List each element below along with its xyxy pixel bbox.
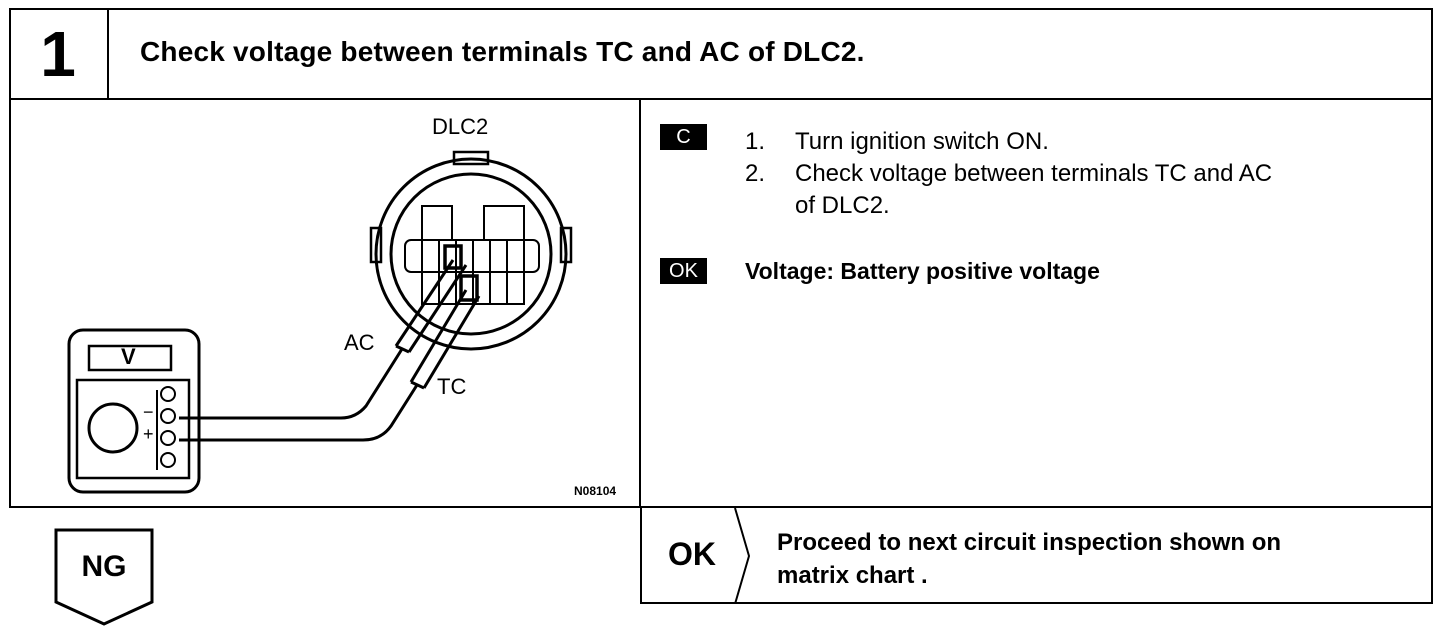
instruction-text: Turn ignition switch ON. [795,128,1049,155]
tag-ok: OK [660,258,707,284]
ok-result-box [640,508,1433,604]
spec-text: Voltage: Battery positive voltage [745,258,1100,284]
column-divider [639,98,641,508]
step-title: Check voltage between terminals TC and A… [140,36,865,67]
plus-sign: + [143,424,154,444]
step-body [9,98,1433,508]
meter-unit-label: V [121,344,136,369]
ok-result-line-2: matrix chart . [777,562,928,589]
step-header [9,8,1433,100]
ok-arrow-icon [734,508,751,604]
instruction-number: 2. [745,160,766,187]
tc-terminal-label: TC [437,374,467,399]
ng-result-label: NG [81,550,127,583]
dlc2-connector [369,150,573,351]
voltmeter [67,328,201,494]
tag-c: C [660,124,707,150]
ok-result-line-1: Proceed to next circuit inspection shown… [777,529,1282,556]
dlc2-illustration: DLC2 AC TC V − + [11,100,637,506]
instruction-step-2-continuation: of DLC2. [795,192,890,219]
instruction-text: Check voltage between terminals TC and A… [795,160,1273,187]
test-probes [179,259,481,442]
ok-result-label: OK [668,536,716,572]
step-number: 1 [9,8,109,100]
ac-terminal-label: AC [344,330,375,355]
connector-label: DLC2 [432,114,489,139]
ng-tag-shape [54,528,154,626]
ok-result-text: Proceed to next circuit inspection shown… [777,526,1281,592]
figure-code: N08104 [574,484,617,498]
wiring-diagram [67,150,573,494]
minus-sign: − [143,402,154,422]
instruction-number: 1. [745,128,766,155]
